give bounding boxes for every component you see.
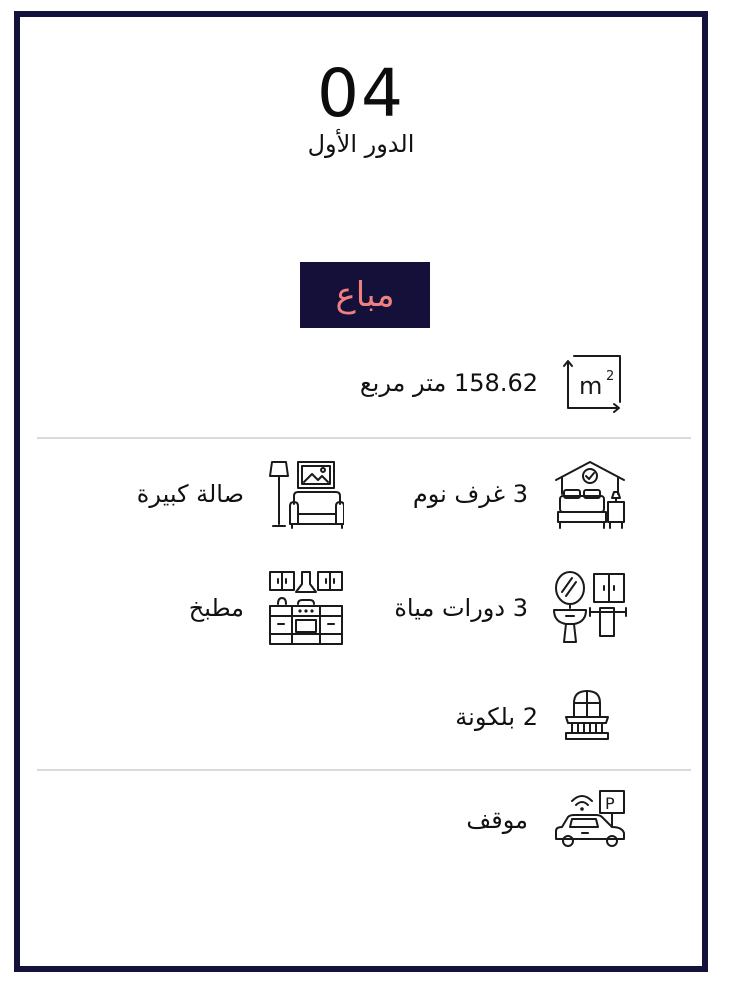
unit-card: 04 الدور الأول مباع m 2 158.62 متر مربع (14, 11, 708, 972)
svg-text:m: m (579, 372, 602, 400)
bedrooms-label: 3 غرف نوم (412, 480, 528, 508)
hall-label: صالة كبيرة (136, 480, 244, 508)
kitchen-label: مطبخ (188, 594, 244, 622)
bathroom-icon (552, 570, 628, 646)
balcony-icon (562, 687, 612, 747)
status-badge: مباع (300, 262, 430, 328)
area-label: 158.62 متر مربع (359, 369, 538, 397)
feature-balcony: 2 بلكونة (455, 687, 612, 747)
parking-label: موقف (466, 806, 528, 834)
unit-number: 04 (317, 55, 405, 132)
bathrooms-label: 3 دورات مياة (394, 594, 528, 622)
feature-bedrooms: 3 غرف نوم (413, 458, 628, 530)
feature-area: m 2 158.62 متر مربع (360, 350, 628, 416)
feature-hall: صالة كبيرة (137, 458, 344, 530)
balcony-label: 2 بلكونة (455, 703, 538, 731)
kitchen-icon (268, 570, 344, 646)
area-m2-icon: m 2 (562, 350, 628, 416)
feature-parking: P موقف (466, 787, 628, 853)
svg-text:2: 2 (606, 369, 614, 384)
feature-bathrooms: 3 دورات مياة (394, 570, 628, 646)
feature-kitchen: مطبخ (189, 570, 344, 646)
living-room-icon (268, 458, 344, 530)
divider-1 (37, 437, 691, 439)
parking-car-icon: P (552, 787, 628, 853)
svg-text:P: P (605, 794, 615, 813)
bedroom-icon (552, 458, 628, 530)
floor-label: الدور الأول (307, 130, 415, 158)
divider-2 (37, 769, 691, 771)
